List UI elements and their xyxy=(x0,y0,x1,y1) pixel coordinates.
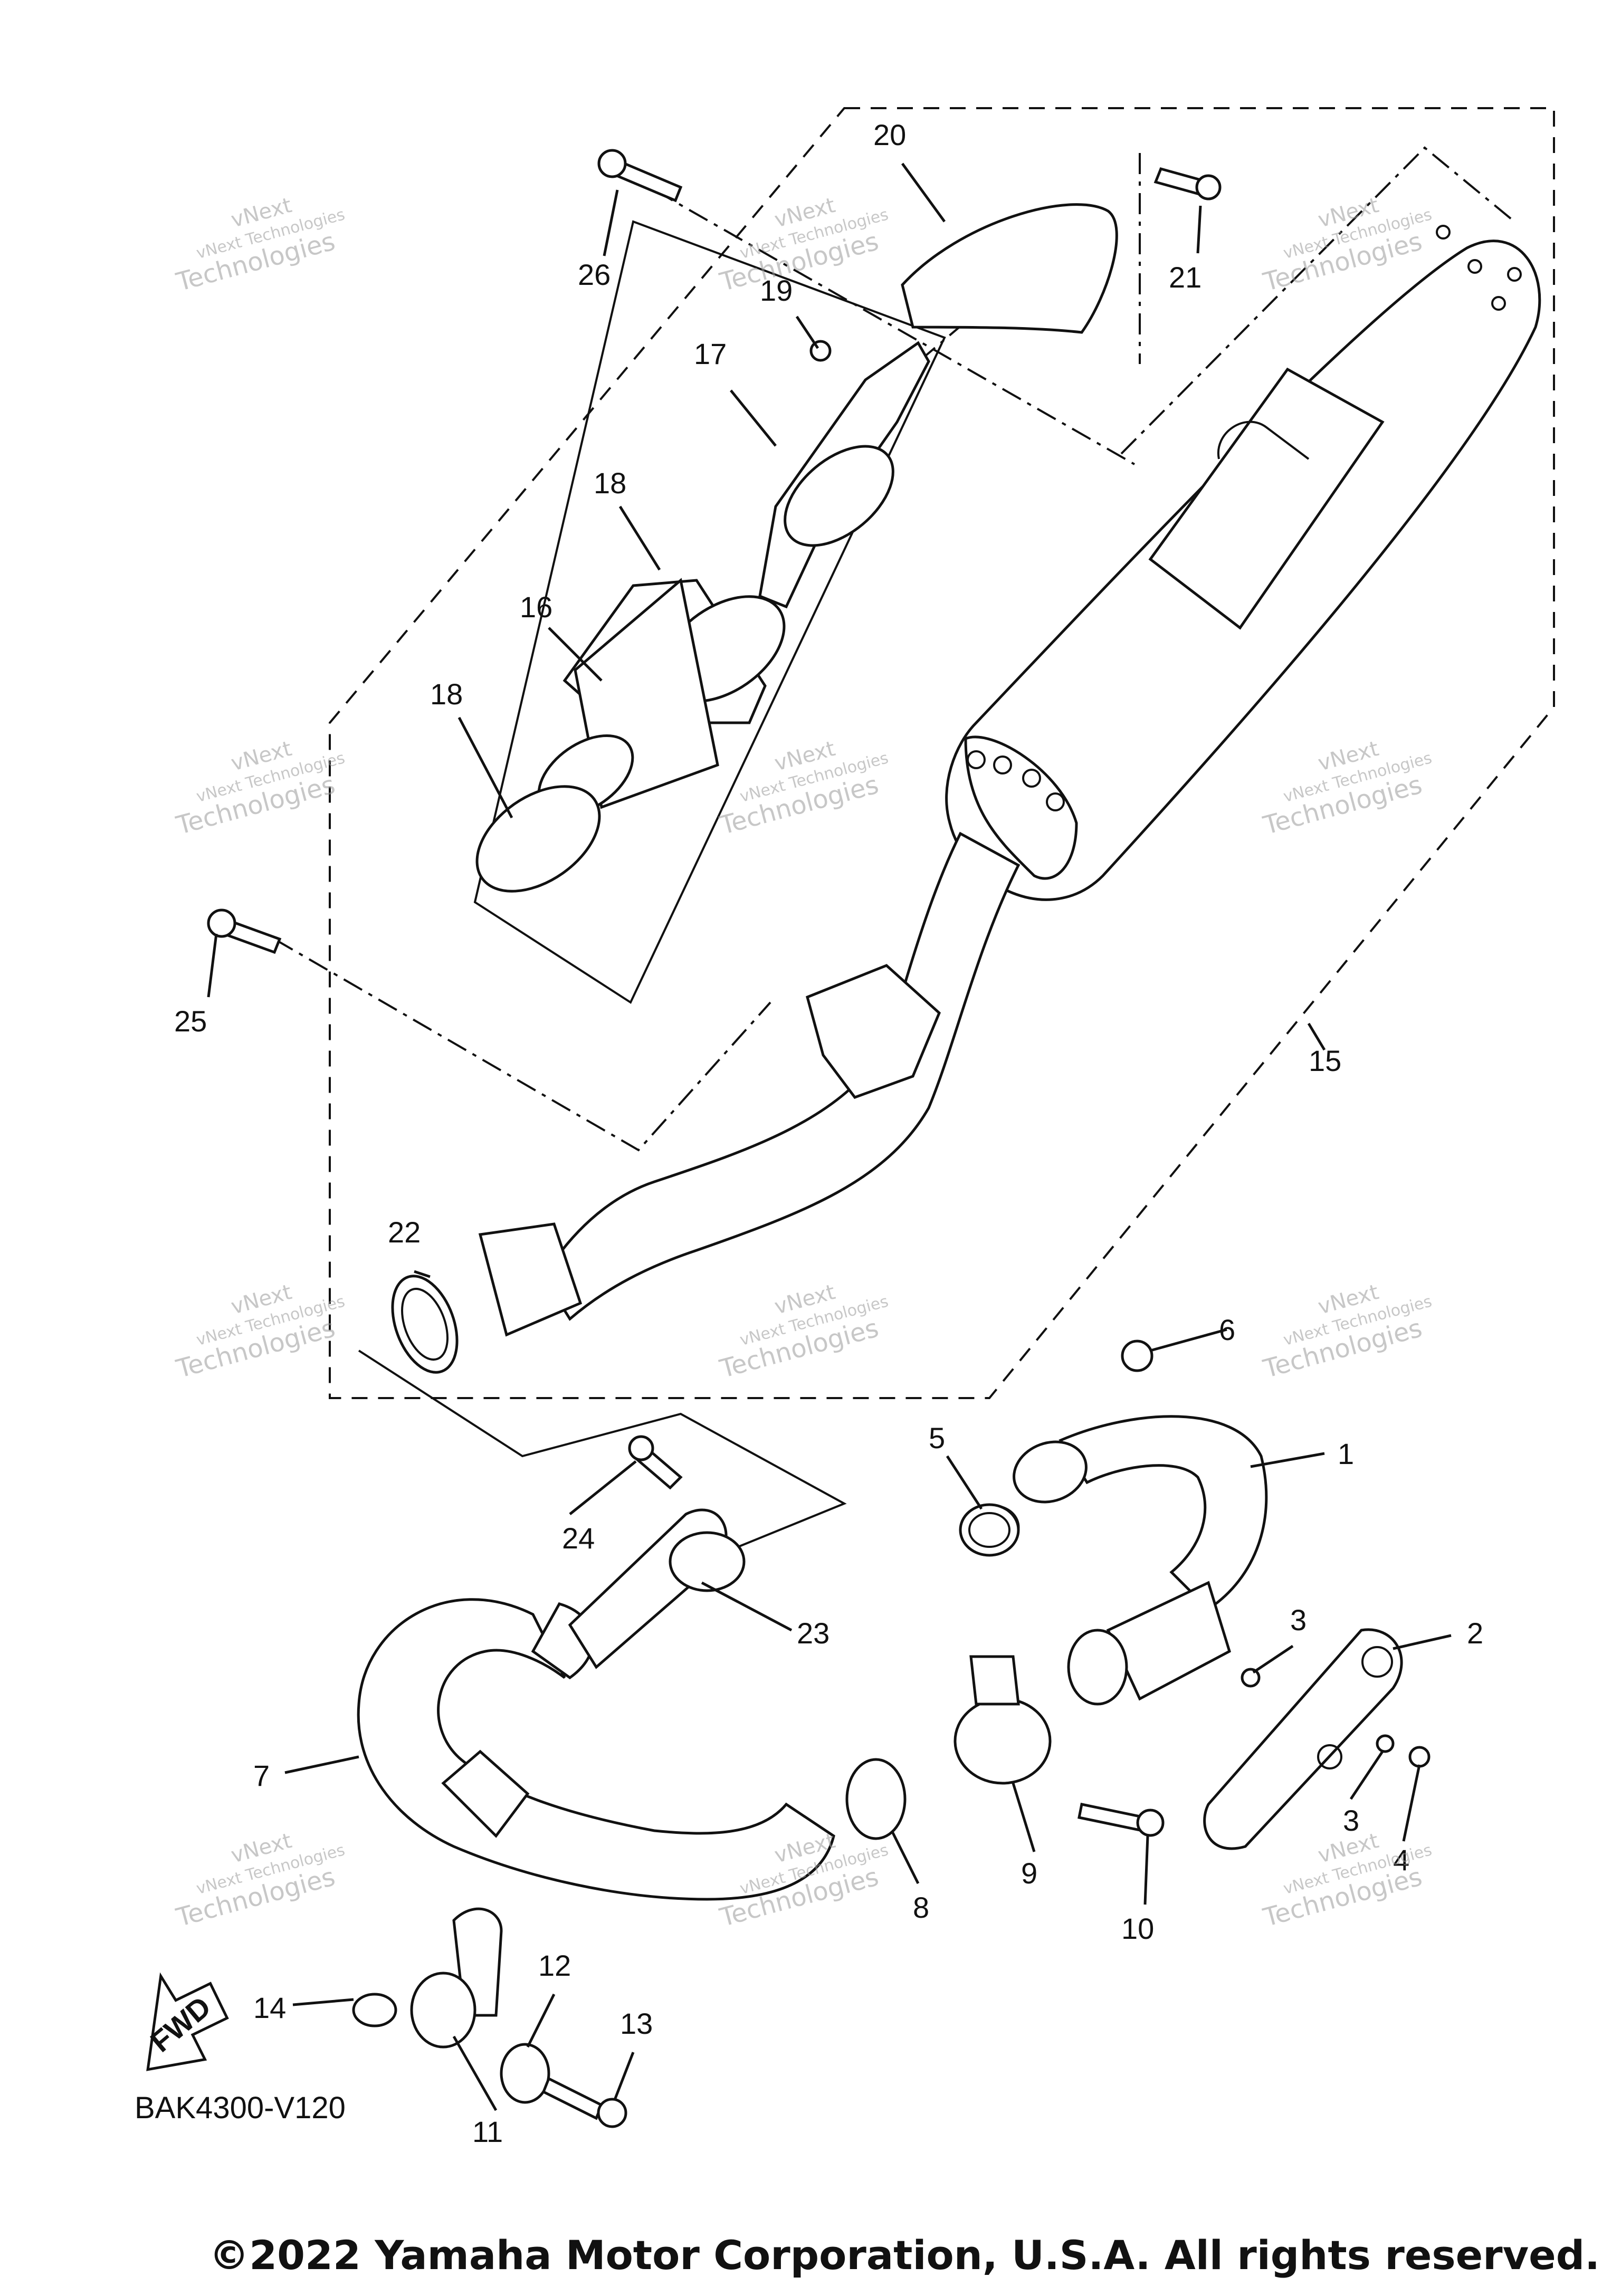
fwd-arrow-icon: FWD xyxy=(144,1972,229,2071)
callout-14: 14 xyxy=(253,1991,286,2024)
watermark: vNext vNext Technologies Technologies xyxy=(717,193,891,297)
clamp-9 xyxy=(953,1655,1052,1785)
callout-12: 12 xyxy=(538,1949,571,1982)
callout-7: 7 xyxy=(253,1759,270,1792)
callout-5: 5 xyxy=(929,1421,945,1455)
watermark: vNext vNext Technologies Technologies xyxy=(173,1280,347,1384)
callout-3a: 3 xyxy=(1290,1603,1307,1637)
callout-10: 10 xyxy=(1121,1912,1154,1945)
leader-lines xyxy=(207,162,1452,2111)
callout-15: 15 xyxy=(1309,1044,1341,1077)
muffler-inlet-pipe xyxy=(391,831,1021,1374)
callout-19: 19 xyxy=(760,274,793,307)
reference-line-muffler xyxy=(1120,146,1515,455)
watermark: vNext vNext Technologies Technologies xyxy=(717,1280,891,1384)
bracket-2 xyxy=(1203,1628,1403,1850)
callout-3b: 3 xyxy=(1343,1804,1359,1837)
callout-23: 23 xyxy=(797,1616,829,1650)
assembly-boundary-15 xyxy=(329,107,1555,1399)
callout-1: 1 xyxy=(1338,1437,1354,1470)
watermark: vNext vNext Technologies Technologies xyxy=(173,736,347,840)
header-pipe-1 xyxy=(969,1415,1268,1706)
nut-6 xyxy=(1121,1340,1153,1372)
callout-2: 2 xyxy=(1467,1616,1483,1650)
washer-3a xyxy=(1241,1668,1261,1688)
callout-9: 9 xyxy=(1021,1857,1037,1890)
bracket-11-group xyxy=(352,1907,550,2104)
callout-18a: 18 xyxy=(594,466,626,500)
callout-13: 13 xyxy=(620,2007,653,2040)
callout-4: 4 xyxy=(1393,1843,1409,1877)
callout-8: 8 xyxy=(913,1891,929,1924)
bolt-26 xyxy=(597,149,683,203)
callouts: 1 2 3 3 4 5 6 7 8 9 10 11 12 13 14 15 16… xyxy=(174,118,1483,2148)
copyright-notice: ©2022 Yamaha Motor Corporation, U.S.A. A… xyxy=(209,2232,1600,2279)
watermark: vNext vNext Technologies Technologies xyxy=(1260,193,1434,297)
washer-3b xyxy=(1376,1734,1395,1753)
callout-17: 17 xyxy=(694,337,727,370)
callout-21: 21 xyxy=(1169,261,1202,294)
part-code: BAK4300-V120 xyxy=(135,2091,346,2125)
gasket-5 xyxy=(959,1503,1020,1557)
watermark: vNext vNext Technologies Technologies xyxy=(173,193,347,297)
clamp-group-outline xyxy=(358,1350,847,1563)
bolt-4 xyxy=(1408,1746,1431,1768)
callout-18b: 18 xyxy=(430,677,463,711)
bolt-25 xyxy=(207,908,282,954)
reference-line-26 xyxy=(654,189,1135,465)
callout-11: 11 xyxy=(472,2115,503,2148)
callout-20: 20 xyxy=(873,118,906,151)
callout-25: 25 xyxy=(174,1004,207,1038)
watermark: vNext vNext Technologies Technologies xyxy=(1260,1280,1434,1384)
reference-line-25 xyxy=(273,938,771,1152)
bolt-21 xyxy=(1153,167,1222,200)
callout-24: 24 xyxy=(562,1522,595,1555)
reference-line-20 xyxy=(896,321,967,381)
watermark: vNext vNext Technologies Technologies xyxy=(173,1829,347,1933)
bolt-10 xyxy=(1078,1803,1165,1837)
bolt-13 xyxy=(541,2077,627,2128)
callout-26: 26 xyxy=(578,258,611,291)
clamp-23 xyxy=(568,1508,746,1669)
callout-16: 16 xyxy=(520,590,552,624)
silencer-internals xyxy=(475,203,1118,893)
bolt-24 xyxy=(628,1435,683,1490)
watermark: vNext vNext Technologies Technologies xyxy=(1260,736,1434,840)
callout-6: 6 xyxy=(1219,1313,1235,1346)
subassembly-outline xyxy=(473,220,946,1004)
callout-22: 22 xyxy=(388,1216,421,1249)
